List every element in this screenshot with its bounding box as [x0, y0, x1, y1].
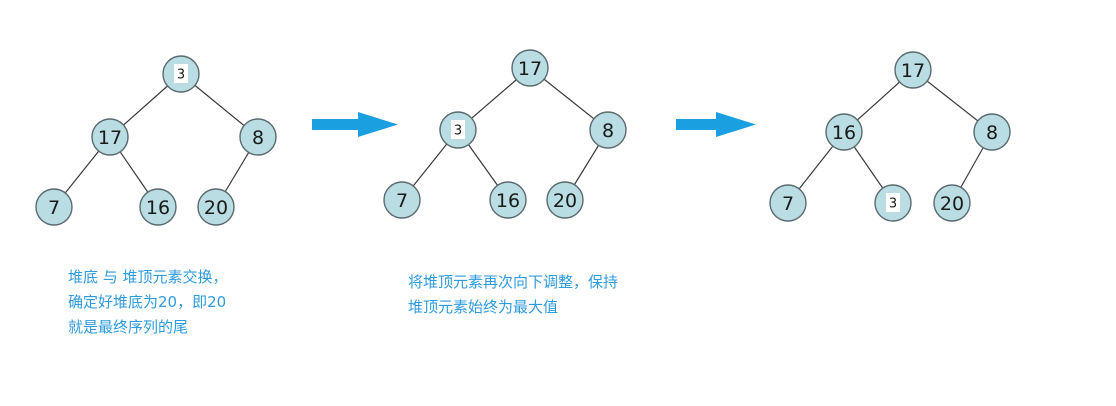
node-circle [489, 181, 527, 219]
node-label: 7 [48, 197, 60, 219]
node-label: 16 [496, 190, 520, 212]
heap-tree-step-2: 17 3 8 7 16 20 [383, 49, 627, 219]
heap-node: 16 [139, 188, 177, 226]
node-label: 7 [782, 193, 794, 215]
node-label: 16 [832, 122, 856, 144]
node-label: 17 [901, 60, 925, 82]
heap-node: 16 [489, 181, 527, 219]
heap-node: 8 [589, 111, 627, 149]
node-label: 3 [889, 197, 897, 212]
node-circle [546, 181, 584, 219]
arrow-right-icon [312, 112, 398, 137]
heap-node: 8 [239, 118, 277, 156]
node-circle [383, 181, 421, 219]
node-circle [35, 188, 73, 226]
heap-node: 7 [769, 184, 807, 222]
node-circle [91, 118, 129, 156]
caption-line: 就是最终序列的尾 [68, 318, 189, 336]
caption-swap-step: 堆底 与 堆顶元素交换， 确定好堆底为20，即20 就是最终序列的尾 [68, 265, 228, 340]
heap-tree-step-1: 3 17 8 7 16 20 [35, 55, 277, 226]
caption-line: 确定好堆底为20，即20 [68, 293, 227, 311]
swapped-node-highlight [174, 64, 188, 83]
caption-line: 堆顶元素始终为最大值 [408, 298, 559, 316]
heap-node: 17 [91, 118, 129, 156]
node-label: 3 [177, 68, 185, 83]
heap-node: 20 [546, 181, 584, 219]
swapped-node-highlight [886, 193, 900, 212]
node-circle [933, 184, 971, 222]
node-label: 3 [454, 124, 462, 139]
swapped-node-highlight [451, 120, 465, 139]
node-circle [239, 118, 277, 156]
caption-line: 堆底 与 堆顶元素交换， [68, 268, 228, 286]
node-label: 8 [252, 127, 264, 149]
node-label: 17 [98, 127, 122, 149]
caption-sift-down-step: 将堆顶元素再次向下调整，保持 堆顶元素始终为最大值 [408, 270, 618, 320]
heap-node: 7 [35, 188, 73, 226]
node-label: 20 [204, 197, 228, 219]
heap-node: 3 [874, 184, 912, 222]
heap-tree-step-3: 17 16 8 7 3 20 [769, 51, 1011, 222]
heap-node: 16 [825, 113, 863, 151]
node-label: 17 [518, 58, 542, 80]
node-circle [894, 51, 932, 89]
arrow-right-icon [676, 112, 756, 137]
heap-node: 17 [894, 51, 932, 89]
node-circle [139, 188, 177, 226]
heap-node: 3 [439, 111, 477, 149]
node-circle [589, 111, 627, 149]
node-circle [197, 188, 235, 226]
node-label: 20 [553, 190, 577, 212]
node-label: 7 [396, 190, 408, 212]
heap-node: 8 [973, 113, 1011, 151]
heap-node: 3 [162, 55, 200, 93]
node-circle [511, 49, 549, 87]
node-label: 8 [986, 122, 998, 144]
heap-node: 17 [511, 49, 549, 87]
node-circle [769, 184, 807, 222]
heap-node: 7 [383, 181, 421, 219]
heap-node: 20 [197, 188, 235, 226]
caption-line: 将堆顶元素再次向下调整，保持 [408, 273, 619, 291]
heap-node: 20 [933, 184, 971, 222]
node-circle [825, 113, 863, 151]
node-label: 20 [940, 193, 964, 215]
node-label: 8 [602, 120, 614, 142]
node-circle [973, 113, 1011, 151]
node-label: 16 [146, 197, 170, 219]
